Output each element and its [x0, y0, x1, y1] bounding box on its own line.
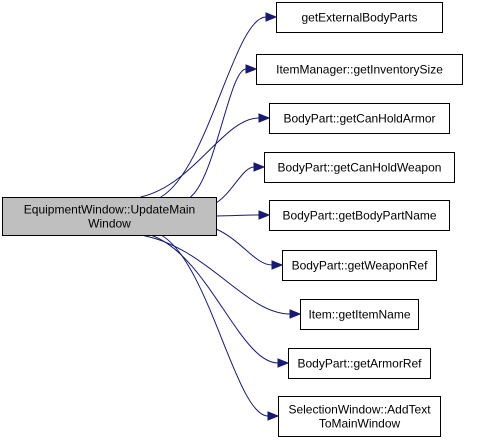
node-label: BodyPart::getArmorRef — [297, 357, 422, 371]
node-box[interactable] — [2, 197, 217, 236]
edge-to-selectionwindow-addtexttomainwindow — [160, 234, 269, 417]
arrowhead — [271, 260, 284, 270]
node-box[interactable] — [256, 54, 463, 85]
node-bodypart-getweaponref[interactable]: BodyPart::getWeaponRef — [282, 250, 437, 281]
arrowhead — [267, 411, 280, 421]
node-item-getitemname[interactable]: Item::getItemName — [300, 299, 419, 330]
arrowhead — [245, 64, 258, 74]
node-label: EquipmentWindow::UpdateMain — [24, 203, 195, 217]
arrowhead — [258, 210, 271, 220]
edge-to-itemmanager-getinventorysize — [190, 68, 247, 198]
arrowhead — [253, 162, 266, 172]
node-label: BodyPart::getCanHoldWeapon — [278, 161, 442, 175]
node-label: Window — [88, 217, 131, 231]
arrowhead — [277, 358, 290, 368]
node-box[interactable] — [288, 348, 431, 379]
edge-to-getexternalbodyparts — [160, 16, 267, 198]
node-box[interactable] — [269, 103, 450, 134]
node-box[interactable] — [264, 152, 455, 183]
edge-to-bodypart-getbodypartname — [215, 214, 260, 217]
node-box[interactable] — [276, 2, 443, 33]
node-label: BodyPart::getCanHoldArmor — [283, 112, 435, 126]
node-box[interactable] — [300, 299, 419, 330]
node-box[interactable] — [269, 200, 450, 231]
node-bodypart-getarmorref[interactable]: BodyPart::getArmorRef — [288, 348, 431, 379]
node-label: SelectionWindow::AddText — [288, 403, 431, 417]
edges-layer — [140, 12, 302, 421]
node-label: BodyPart::getWeaponRef — [292, 259, 429, 273]
node-itemmanager-getinventorysize[interactable]: ItemManager::getInventorySize — [256, 54, 463, 85]
node-bodypart-getcanholdweapon[interactable]: BodyPart::getCanHoldWeapon — [264, 152, 455, 183]
arrowhead — [265, 12, 278, 22]
node-label: ItemManager::getInventorySize — [276, 63, 443, 77]
arrowhead — [289, 309, 302, 319]
node-bodypart-getbodypartname[interactable]: BodyPart::getBodyPartName — [269, 200, 450, 231]
node-label: Item::getItemName — [308, 308, 410, 322]
node-box[interactable] — [282, 250, 437, 281]
node-label: BodyPart::getBodyPartName — [282, 209, 436, 223]
edge-to-bodypart-getcanholdarmor — [140, 117, 260, 198]
edge-to-item-getitemname — [140, 234, 291, 315]
edge-to-bodypart-getweaponref — [215, 228, 273, 266]
node-label: getExternalBodyParts — [301, 11, 417, 25]
node-label: ToMainWindow — [319, 417, 401, 431]
edge-to-bodypart-getarmorref — [150, 234, 279, 364]
edge-to-bodypart-getcanholdweapon — [215, 166, 255, 204]
node-getexternalbodyparts[interactable]: getExternalBodyParts — [276, 2, 443, 33]
node-bodypart-getcanholdarmor[interactable]: BodyPart::getCanHoldArmor — [269, 103, 450, 134]
arrowhead — [258, 113, 271, 123]
node-box[interactable] — [278, 396, 441, 437]
